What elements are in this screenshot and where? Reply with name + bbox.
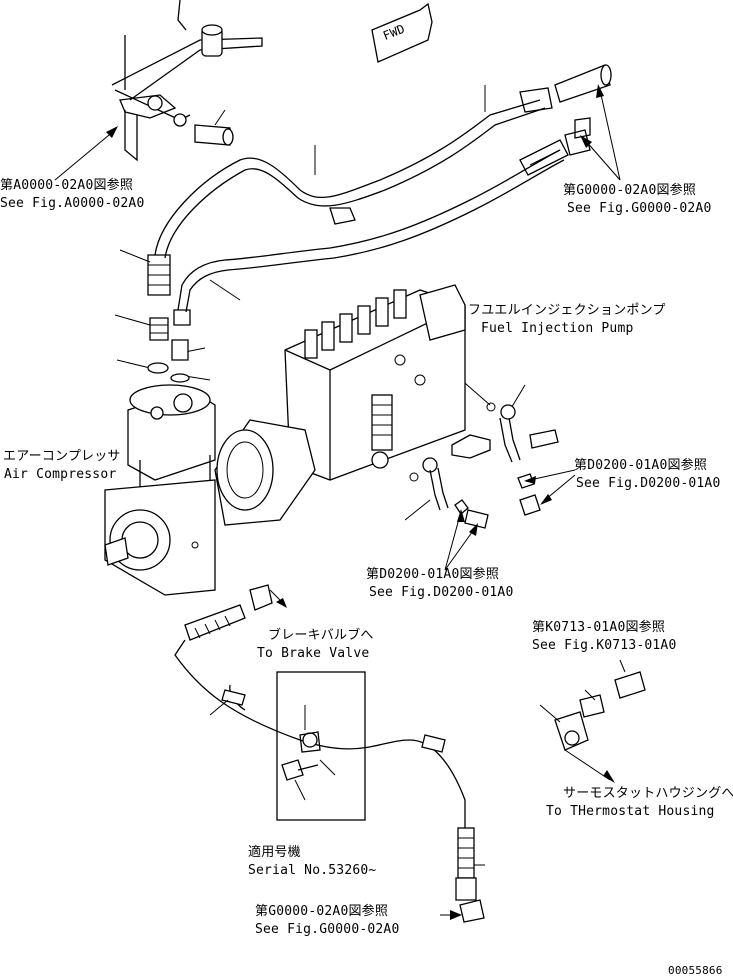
fitting-top-right	[554, 64, 612, 156]
leader-ref-d-right	[524, 469, 576, 505]
ref-d-center-label-jp: 第D0200-01A0図参照	[366, 567, 500, 582]
serial-label-en: Serial No.53260~	[248, 863, 377, 878]
delivery-valves	[304, 289, 407, 359]
fuel-injection-pump-label-en: Fuel Injection Pump	[481, 321, 634, 336]
air-compressor-label-en: Air Compressor	[4, 467, 117, 482]
ref-k-label-jp: 第K0713-01A0図参照	[532, 620, 666, 635]
ref-d-right-label-en: See Fig.D0200-01A0	[576, 476, 721, 491]
ref-k-label-en: See Fig.K0713-01A0	[532, 638, 677, 653]
air-compressor-drawing	[104, 384, 216, 596]
lower-hose-end	[440, 827, 485, 923]
ref-a-label-jp: 第A0000-02A0図参照	[0, 178, 134, 193]
ref-g-top-label-jp: 第G0000-02A0図参照	[563, 183, 697, 198]
leader-ref-g-top	[580, 84, 621, 181]
bracket-assembly	[111, 0, 263, 162]
ref-g-bottom-label-jp: 第G0000-02A0図参照	[255, 904, 389, 919]
fuel-injection-pump-label-jp: フユエルインジェクションポンプ	[468, 303, 666, 318]
ref-d-center-label-en: See Fig.D0200-01A0	[369, 585, 514, 600]
leader-ref-d-center	[404, 499, 478, 571]
ref-g-top-label-en: See Fig.G0000-02A0	[567, 201, 712, 216]
fuel-injection-pump-drawing	[214, 284, 466, 526]
drawing-number: 00055866	[668, 964, 723, 977]
ref-g-bottom-label-en: See Fig.G0000-02A0	[255, 922, 400, 937]
upper-tube	[147, 87, 553, 296]
banjo-parts	[409, 402, 559, 529]
serial-box	[276, 671, 366, 821]
brake-valve-label-jp: ブレーキバルブへ	[268, 628, 374, 643]
ref-d-right-label-jp: 第D0200-01A0図参照	[574, 458, 708, 473]
serial-label-jp: 適用号機	[248, 845, 301, 860]
thermostat-label-en: To THermostat Housing	[546, 804, 715, 819]
thermostat-label-jp: サーモスタットハウジングへ	[563, 786, 733, 801]
brake-hose	[174, 584, 466, 830]
thermostat-fittings	[539, 659, 646, 783]
leader-ref-a	[54, 126, 118, 181]
air-compressor-label-jp: エアーコンプレッサ	[3, 449, 121, 464]
small-fittings	[147, 317, 190, 383]
brake-valve-label-en: To Brake Valve	[257, 646, 370, 661]
ref-a-label-en: See Fig.A0000-02A0	[0, 196, 145, 211]
fwd-arrow-icon	[371, 2, 433, 63]
lower-tube	[173, 139, 569, 326]
